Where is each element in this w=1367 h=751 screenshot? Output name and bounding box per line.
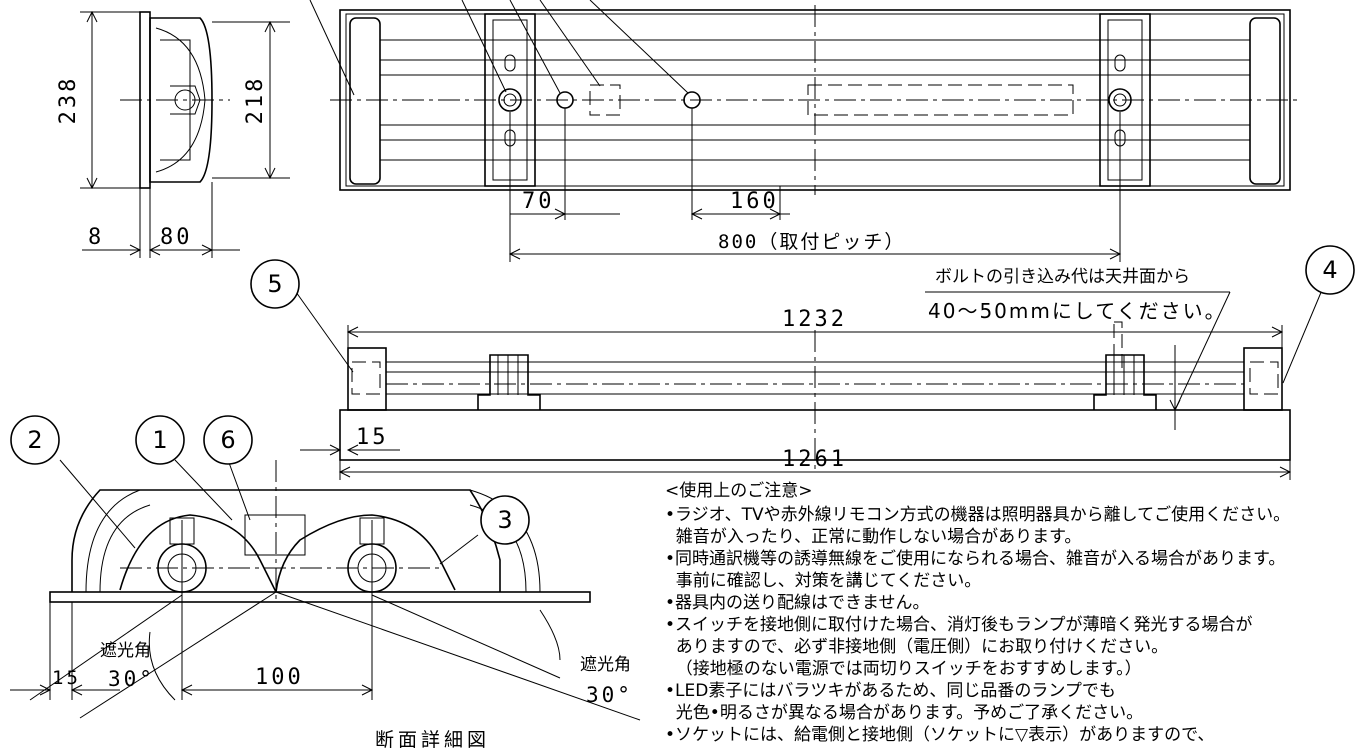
dim-bolt-spacing-a: 70 [522,189,555,214]
note-line: •LED素子にはバラツキがあるため、同じ品番のランプでも [665,681,1116,701]
note-line: （接地極のない電源では両切りスイッチをおすすめします。） [665,659,1142,679]
section-view: 15 100 [10,459,641,721]
shading-angle-label-right: 遮光角 [580,655,631,675]
dim-inner-height: 218 [243,76,268,125]
note-line: ありますので、必ず非接地側（電圧側）にお取り付けください。 [665,637,1168,657]
top-view: 70 160 800（取付ピッチ） [309,0,1300,262]
dim-section-edge: 15 [52,667,81,689]
shading-angle-value-left: 30° [108,667,155,691]
section-title: 断面詳細図 [375,729,490,751]
callout-6-label: 6 [220,426,235,454]
note-line: •ソケットには、給電側と接地側（ソケットに▽表示）がありますので、 [665,725,1214,745]
note-line: •器具内の送り配線はできません。 [665,593,930,613]
dim-edge-offset: 15 [356,425,389,450]
shading-angle-label-left: 遮光角 [100,641,151,661]
callout-2: 2 [10,415,60,465]
side-view: 238 218 8 80 [56,10,290,258]
usage-notes: <使用上のご注意> •ラジオ、TVや赤外線リモコン方式の機器は照明器具から離して… [665,480,1290,745]
dim-side-height: 238 [56,76,81,125]
note-line: 雑音が入ったり、正常に動作しない場合があります。 [665,527,1081,547]
callout-2-label: 2 [27,426,42,454]
dim-mount-pitch: 800（取付ピッチ） [718,231,905,253]
notes-heading: <使用上のご注意> [665,480,813,501]
callout-3-label: 3 [497,506,512,534]
dim-length-overall: 1261 [782,447,847,472]
dim-lamp-spacing: 100 [255,665,304,690]
callout-4: 4 [1305,245,1355,295]
callout-5: 5 [250,259,300,309]
callout-1: 1 [135,415,185,465]
shading-angle-value-right: 30° [586,683,633,707]
callout-4-label: 4 [1322,256,1337,284]
callout-1-label: 1 [152,426,167,454]
dim-side-offset: 8 [88,225,104,250]
dim-side-depth: 80 [160,225,193,250]
dim-bolt-spacing-b: 160 [730,189,779,214]
note-line: •ラジオ、TVや赤外線リモコン方式の機器は照明器具から離してご使用ください。 [665,504,1290,525]
front-view: 1232 15 1261 [295,289,1323,480]
note-line: •スイッチを接地側に取付けた場合、消灯後もランプが薄暗く発光する場合が [665,615,1253,635]
note-line: 事前に確認し、対策を講じてください。 [665,571,981,591]
callout-5-label: 5 [267,270,282,298]
dim-length-inner: 1232 [782,307,847,332]
bolt-note-line2: 40～50mmにしてください。 [928,299,1227,323]
callout-6: 6 [203,415,253,465]
note-line: •同時通訳機等の誘導無線をご使用になられる場合、雑音が入る場合があります。 [665,548,1285,569]
callout-3: 3 [480,495,530,545]
note-line: 光色•明るさが異なる場合があります。予めご了承ください。 [665,703,1143,723]
bolt-note-line1: ボルトの引き込み代は天井面から [935,267,1190,287]
